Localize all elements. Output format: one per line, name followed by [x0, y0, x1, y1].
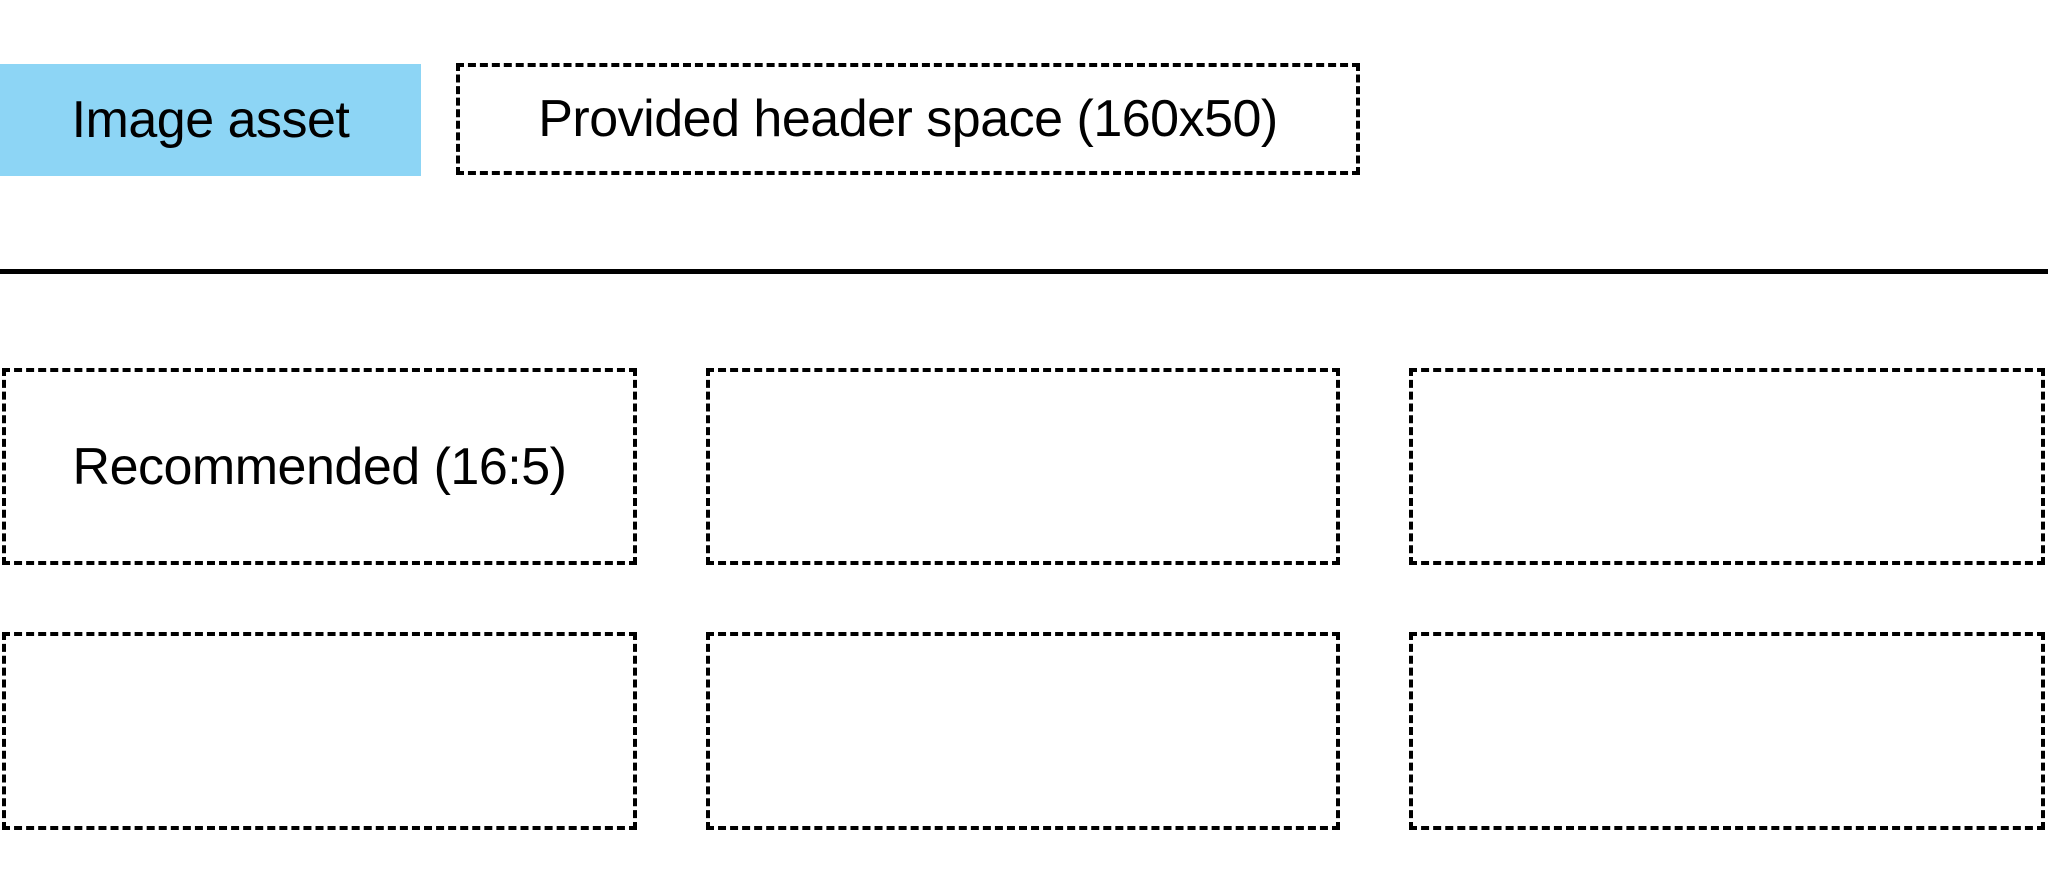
example-box-letterboxed-large	[1409, 368, 2045, 565]
image-asset-fill	[2, 632, 516, 830]
section-divider	[0, 269, 2048, 274]
example-box-pillarboxed-small	[2, 632, 637, 830]
image-asset-fill	[706, 632, 1056, 830]
example-box-letterboxed-small	[706, 368, 1340, 565]
legend-header-space-box: Provided header space (160x50)	[456, 63, 1360, 175]
recommended-label: Recommended (16:5)	[72, 437, 567, 496]
legend-header-space-label: Provided header space (160x50)	[538, 90, 1278, 148]
image-asset-fill	[1409, 427, 2045, 512]
legend-image-asset-swatch: Image asset	[0, 64, 421, 176]
example-box-recommended: Recommended (16:5)	[2, 368, 637, 565]
example-box-pillarboxed-medium	[706, 632, 1340, 830]
legend-image-asset-label: Image asset	[71, 91, 350, 149]
image-asset-fill	[1409, 632, 1608, 830]
image-asset-fill	[706, 387, 1340, 553]
example-box-pillarboxed-large	[1409, 632, 2045, 830]
